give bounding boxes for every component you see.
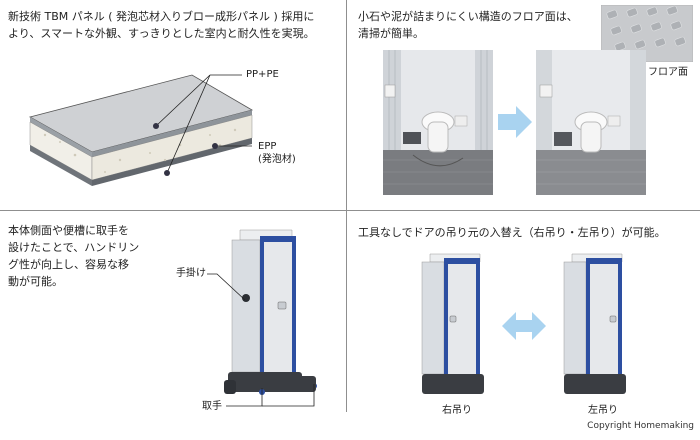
handle-leader-line [226, 384, 315, 407]
pp-pe-marker [153, 123, 159, 129]
floor-description: 小石や泥が詰まりにくい構造のフロア面は、 清掃が簡単。 [358, 10, 578, 40]
epp-marker-2 [212, 143, 218, 149]
toilet-unit-left-hinge [563, 253, 626, 394]
handles-description: 本体側面や便槽に取手を 設けたことで、ハンドリン グ性が向上し、容易な移 動が可… [8, 224, 140, 288]
horizontal-divider [0, 210, 700, 211]
epp-label: EPP (発泡材) [258, 141, 296, 165]
floor-texture-label: フロア面 [648, 67, 688, 78]
foam-texture [43, 128, 237, 173]
epp-marker-1 [164, 170, 170, 176]
panel-top-skin-side [92, 110, 252, 157]
door-description: 工具なしでドアの吊り元の入替え（右吊り・左吊り）が可能。 [358, 226, 666, 239]
epp-leader-diag [166, 74, 211, 174]
panel-bottom-skin-front [30, 145, 92, 186]
pp-pe-label: PP+PE [246, 69, 279, 80]
toilet-unit-handles [224, 229, 317, 395]
toilet-unit-right-hinge [421, 253, 484, 394]
interior-photo-muddy [383, 50, 493, 195]
pp-pe-leader-line [155, 74, 211, 127]
tbm-panel-illustration [28, 74, 254, 186]
double-arrow-icon [502, 312, 546, 340]
left-hinge-label: 左吊り [588, 405, 618, 416]
right-arrow-icon [498, 106, 532, 138]
vertical-divider [346, 0, 347, 412]
handle-label: 取手 [202, 401, 222, 412]
grip-label: 手掛け [176, 268, 206, 279]
interior-photo-clean [536, 50, 646, 195]
tbm-panel-description: 新技術 TBM パネル ( 発泡芯材入りブロー成形パネル ) 採用に より、スマ… [8, 10, 315, 40]
grip-leader-line [207, 273, 246, 301]
panel-top-skin-front [30, 117, 92, 157]
right-hinge-label: 右吊り [442, 405, 472, 416]
copyright-text: Copyright Homemaking [587, 421, 694, 431]
